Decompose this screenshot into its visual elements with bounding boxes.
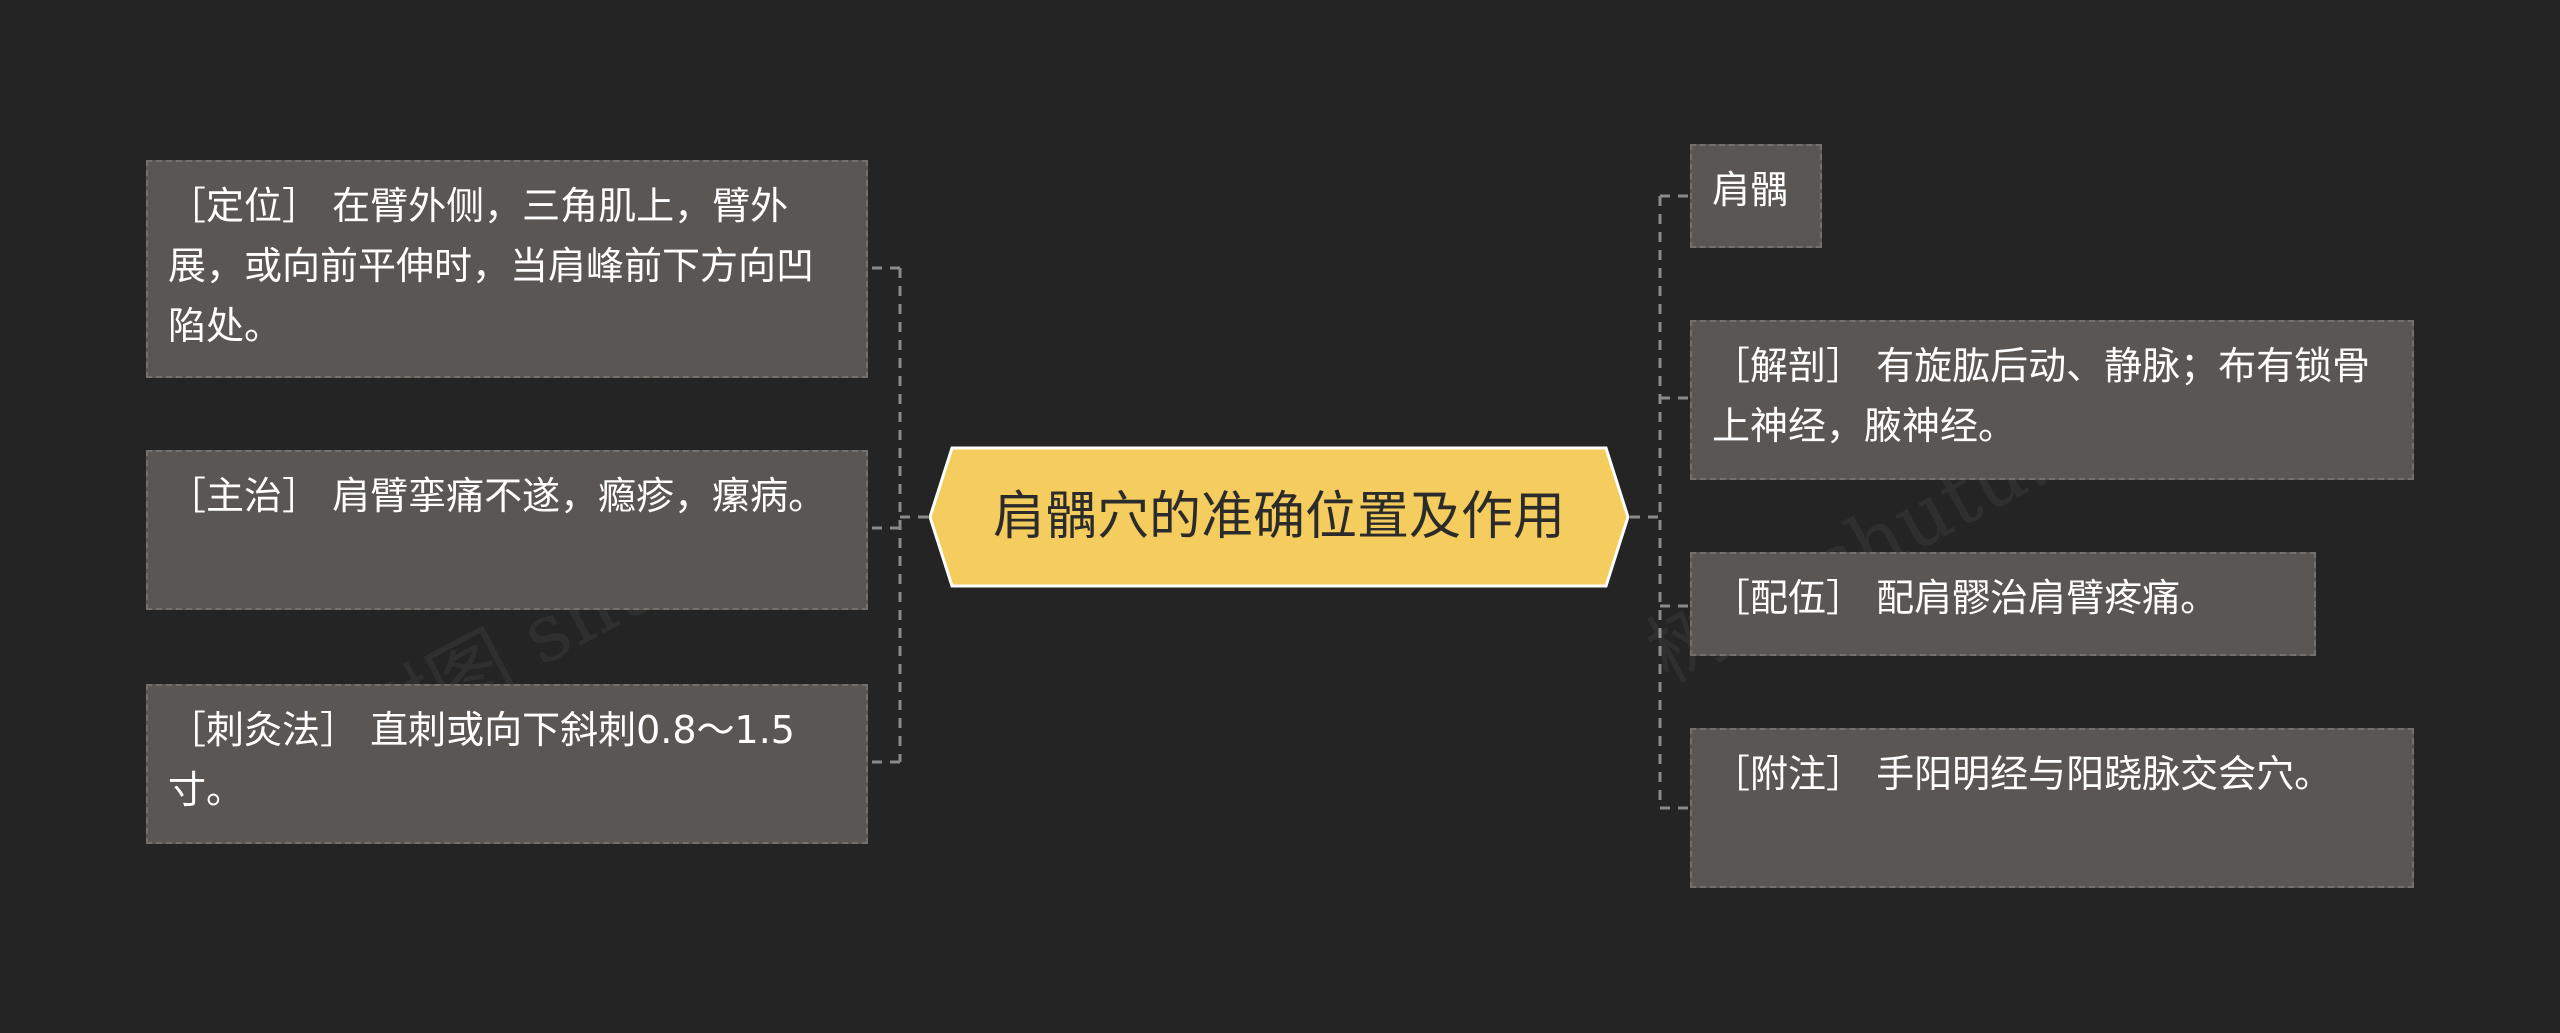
center-topic-node[interactable]: 肩髃穴的准确位置及作用 bbox=[928, 446, 1630, 588]
right-node-name[interactable]: 肩髃 bbox=[1690, 144, 1822, 248]
left-node-location[interactable]: ［定位］ 在臂外侧，三角肌上，臂外展，或向前平伸时，当肩峰前下方向凹陷处。 bbox=[146, 160, 868, 378]
center-topic-title: 肩髃穴的准确位置及作用 bbox=[992, 487, 1565, 547]
left-node-indications[interactable]: ［主治］ 肩臂挛痛不遂，瘾疹，瘰病。 bbox=[146, 450, 868, 610]
right-node-combination[interactable]: ［配伍］ 配肩髎治肩臂疼痛。 bbox=[1690, 552, 2316, 656]
right-node-note[interactable]: ［附注］ 手阳明经与阳跷脉交会穴。 bbox=[1690, 728, 2414, 888]
left-node-technique[interactable]: ［刺灸法］ 直刺或向下斜刺0.8～1.5寸。 bbox=[146, 684, 868, 844]
right-node-anatomy[interactable]: ［解剖］ 有旋肱后动、静脉；布有锁骨上神经，腋神经。 bbox=[1690, 320, 2414, 480]
center-topic-shape bbox=[928, 446, 1630, 588]
